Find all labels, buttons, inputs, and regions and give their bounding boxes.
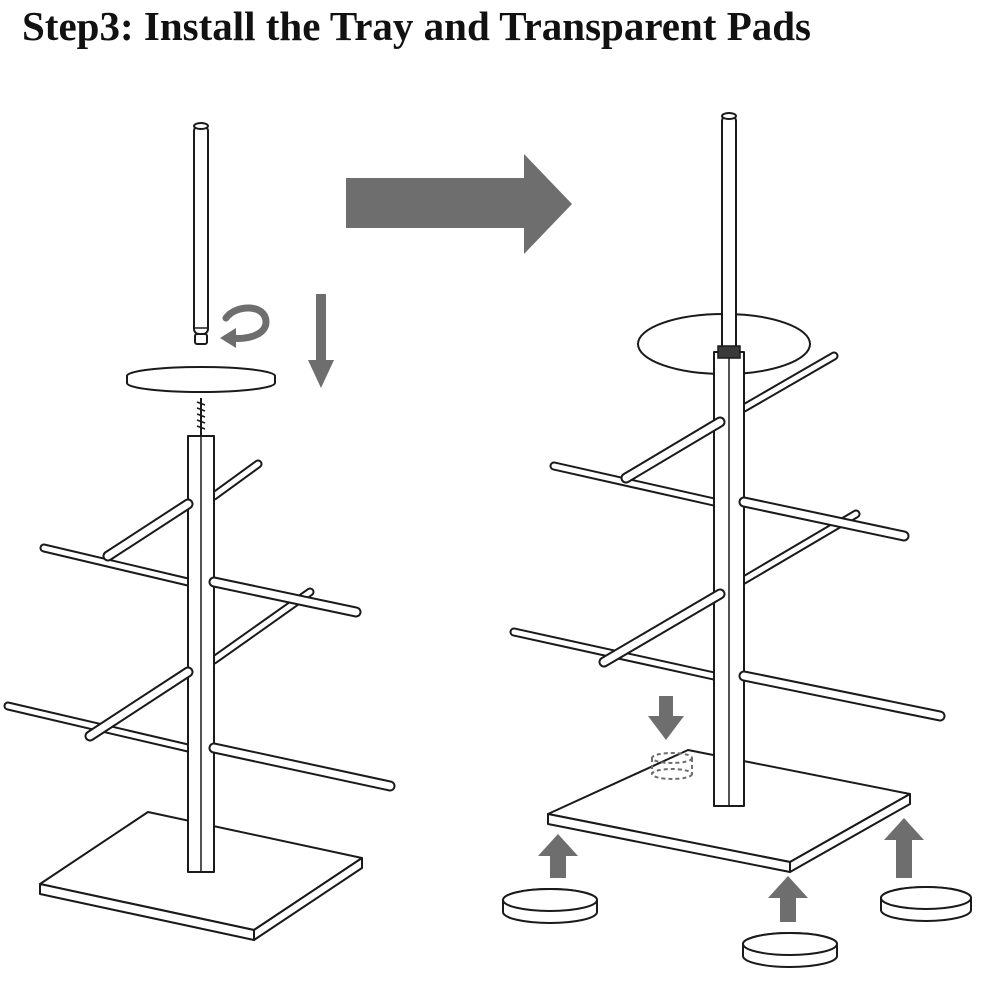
pad-front-center bbox=[742, 932, 838, 968]
pad-back-right bbox=[880, 886, 972, 922]
right-assembly bbox=[502, 112, 972, 968]
down-arrow-icon bbox=[308, 294, 334, 388]
right-upper-pole bbox=[717, 112, 741, 359]
right-base-plate bbox=[547, 749, 911, 873]
left-upper-pole bbox=[193, 122, 209, 345]
left-thread-screw bbox=[196, 398, 206, 436]
left-back-arms bbox=[3, 459, 315, 753]
right-arrow-icon bbox=[346, 154, 572, 254]
down-arrow-icon bbox=[648, 696, 684, 740]
left-front-arms bbox=[84, 498, 396, 792]
up-arrow-icon bbox=[538, 834, 578, 878]
pad-target-dashed-icon bbox=[651, 752, 693, 780]
right-front-arms bbox=[598, 416, 946, 722]
left-assembly bbox=[3, 122, 396, 941]
up-arrow-icon bbox=[768, 876, 808, 922]
page-title: Step3: Install the Tray and Transparent … bbox=[22, 3, 812, 49]
up-arrow-icon bbox=[884, 818, 924, 878]
rotate-arrow-icon bbox=[220, 304, 270, 348]
left-main-pole bbox=[187, 435, 215, 873]
left-tray-disc bbox=[126, 366, 276, 393]
pad-front-left bbox=[502, 888, 598, 924]
